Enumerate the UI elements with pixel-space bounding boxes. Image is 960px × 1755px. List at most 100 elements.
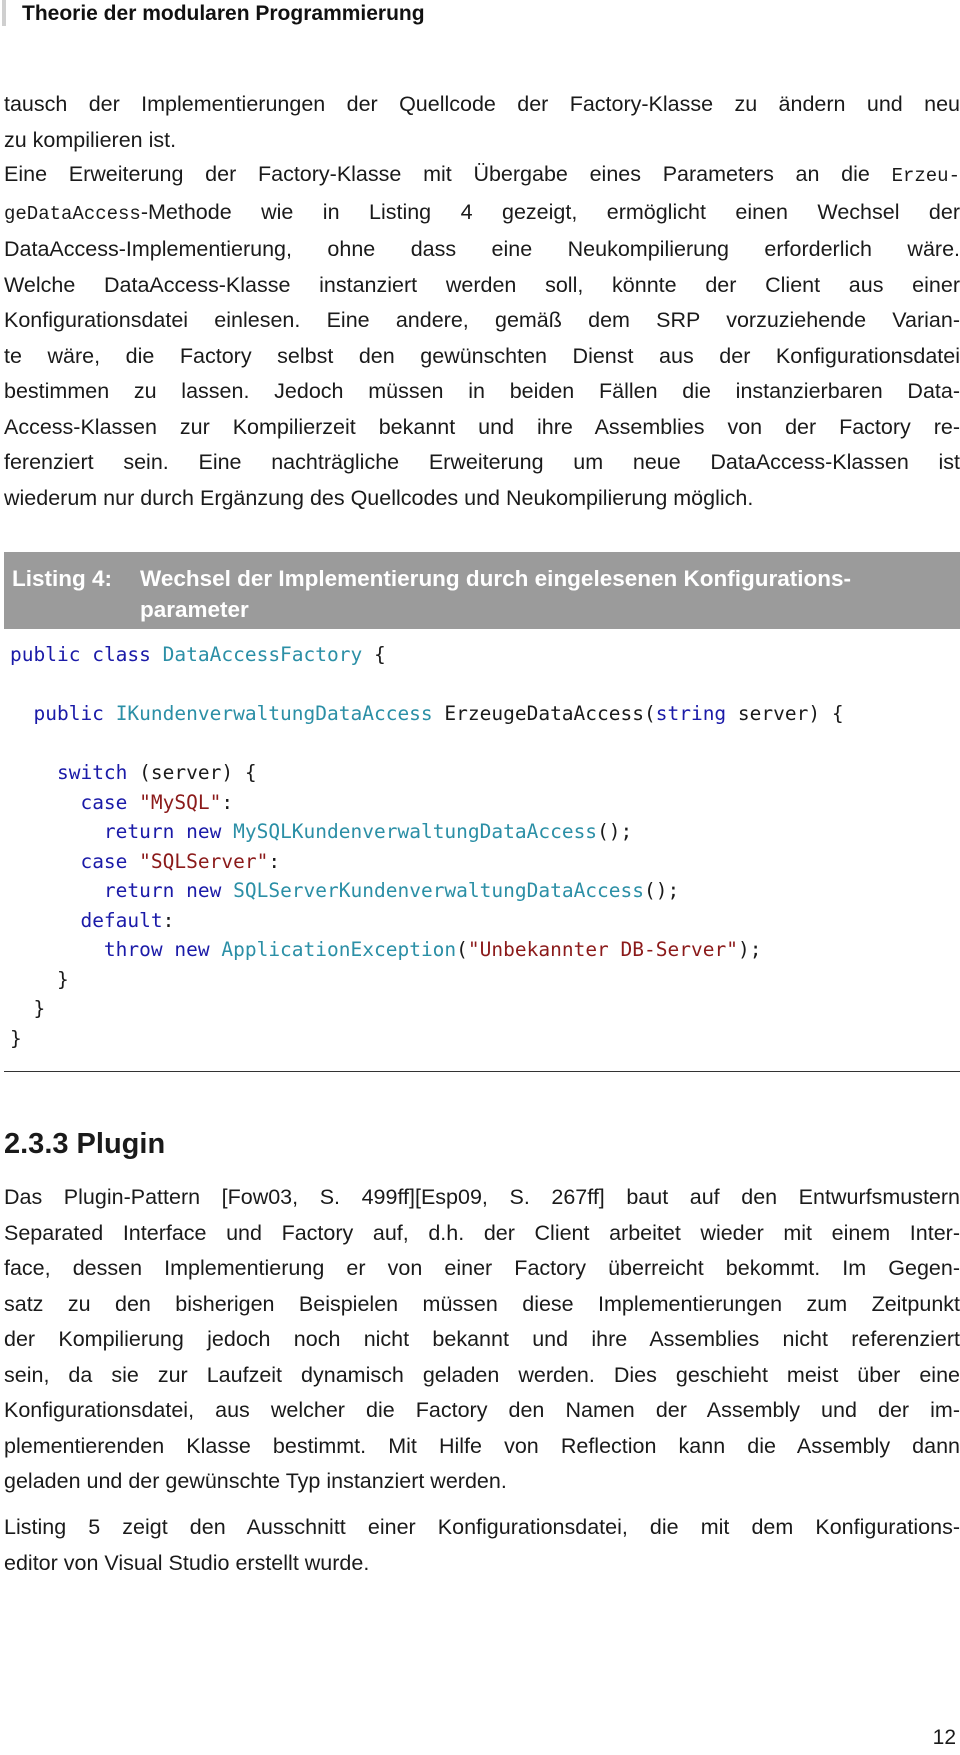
running-header: Theorie der modularen Programmierung — [2, 0, 425, 26]
code-token: (server) { — [127, 761, 257, 784]
listing-label: Listing 4: — [12, 566, 112, 591]
code-token: public — [33, 702, 104, 725]
paragraph-text: Eine Erweiterung der Factory-Klasse mit … — [4, 162, 892, 186]
code-token: new — [186, 879, 222, 902]
paragraph-line: ferenziert sein. Eine nachträgliche Erwe… — [4, 450, 960, 474]
code-token: ErzeugeDataAccess( — [432, 702, 656, 725]
code-listing: public class DataAccessFactory { public … — [10, 640, 844, 1053]
paragraph-line: face, dessen Implementierung er von eine… — [4, 1256, 960, 1280]
code-token — [127, 791, 139, 814]
code-token: "MySQL" — [139, 790, 222, 814]
code-token: public — [10, 643, 81, 666]
code-token: "Unbekannter DB-Server" — [467, 938, 738, 961]
code-token: ( — [456, 938, 468, 961]
code-token — [10, 850, 80, 873]
code-token: IKundenverwaltungDataAccess — [115, 702, 433, 725]
code-token — [10, 938, 104, 961]
code-token: string — [655, 702, 727, 725]
code-token: DataAccessFactory — [162, 643, 363, 666]
code-token — [221, 879, 233, 902]
paragraph-line: Welche DataAccess-Klasse instanziert wer… — [4, 272, 960, 297]
listing-caption-bar: Listing 4: Wechsel der Implementierung d… — [4, 552, 960, 629]
code-line: switch (server) { — [10, 758, 844, 788]
code-line: return new SQLServerKundenverwaltungData… — [10, 876, 844, 906]
code-token: } — [10, 997, 46, 1020]
code-token: : — [221, 790, 234, 814]
code-token — [163, 938, 175, 961]
code-line — [10, 670, 844, 700]
paragraph-line: satz zu den bisherigen Beispielen müssen… — [4, 1291, 960, 1316]
code-line: case "SQLServer": — [10, 847, 844, 877]
code-token: return — [103, 879, 175, 902]
code-token — [10, 702, 33, 725]
code-token: switch — [56, 761, 128, 784]
paragraph-4: Listing 5 zeigt den Ausschnitt einer Kon… — [4, 1510, 960, 1581]
code-token: class — [92, 643, 151, 666]
code-line: return new MySQLKundenverwaltungDataAcce… — [10, 817, 844, 847]
code-line: throw new ApplicationException("Unbekann… — [10, 935, 844, 965]
paragraph-line: geladen und der gewünschte Typ instanzie… — [4, 1469, 507, 1493]
code-token: SQLServerKundenverwaltungDataAccess — [233, 879, 645, 902]
code-token: case — [80, 849, 128, 873]
paragraph-line: te wäre, die Factory selbst den gewünsch… — [4, 343, 960, 368]
code-token — [10, 909, 80, 932]
code-token — [10, 791, 80, 814]
code-token: new — [174, 938, 210, 961]
paragraph-line: Konfigurationsdatei, aus welcher die Fac… — [4, 1398, 960, 1422]
code-token — [210, 938, 222, 961]
code-token — [104, 702, 116, 725]
listing-caption-line: parameter — [140, 597, 249, 622]
paragraph-line: der Kompilierung jedoch noch nicht bekan… — [4, 1327, 960, 1351]
code-token — [127, 850, 139, 873]
page-number: 12 — [932, 1726, 956, 1749]
code-token: ); — [737, 938, 762, 961]
paragraph-line: Listing 5 zeigt den Ausschnitt einer Kon… — [4, 1515, 960, 1539]
code-line: } — [10, 994, 844, 1024]
code-line: } — [10, 1024, 844, 1054]
code-token: new — [186, 820, 222, 843]
paragraph-2: Eine Erweiterung der Factory-Klasse mit … — [4, 157, 960, 516]
code-token — [80, 643, 92, 666]
code-token: ApplicationException — [221, 938, 457, 961]
paragraph-line: Konfigurationsdatei einlesen. Eine ander… — [4, 308, 960, 332]
code-token: throw — [103, 938, 163, 961]
code-token — [151, 643, 163, 666]
code-token: (); — [644, 879, 680, 902]
paragraph-line: Separated Interface und Factory auf, d.h… — [4, 1220, 960, 1245]
code-token — [174, 879, 186, 902]
paragraph-line: Eine Erweiterung der Factory-Klasse mit … — [4, 157, 960, 195]
code-token — [10, 761, 57, 784]
code-token — [10, 879, 104, 902]
listing-caption-line: Wechsel der Implementierung durch eingel… — [140, 566, 851, 591]
code-token: case — [80, 790, 128, 814]
listing-caption: Wechsel der Implementierung durch eingel… — [140, 563, 960, 625]
paragraph-text: -Methode wie in Listing 4 gezeigt, ermög… — [140, 199, 960, 224]
running-header-title: Theorie der modularen Programmierung — [22, 2, 425, 25]
code-token: : — [268, 849, 281, 873]
code-line: public IKundenverwaltungDataAccess Erzeu… — [10, 699, 844, 729]
paragraph-1: tausch der Implementierungen der Quellco… — [4, 87, 960, 158]
code-token: } — [10, 1026, 22, 1050]
code-token — [221, 820, 233, 843]
code-token: (); — [597, 820, 633, 843]
code-token: default — [80, 908, 163, 932]
code-line — [10, 729, 844, 759]
paragraph-line: plementierenden Klasse bestimmt. Mit Hil… — [4, 1433, 960, 1458]
paragraph-line: sein, da sie zur Laufzeit dynamisch gela… — [4, 1362, 960, 1387]
code-token: : — [162, 908, 175, 932]
code-line: public class DataAccessFactory { — [10, 640, 844, 670]
paragraph-line: bestimmen zu lassen. Jedoch müssen in be… — [4, 379, 960, 403]
paragraph-line: zu kompilieren ist. — [4, 127, 177, 152]
code-token — [174, 820, 186, 843]
paragraph-line: wiederum nur durch Ergänzung des Quellco… — [4, 485, 754, 510]
paragraph-line: Access-Klassen zur Kompilierzeit bekannt… — [4, 414, 960, 439]
paragraph-line: DataAccess-Implementierung, ohne dass ei… — [4, 237, 960, 261]
paragraph-line: editor von Visual Studio erstellt wurde. — [4, 1550, 370, 1575]
code-token — [10, 820, 104, 843]
code-token: "SQLServer" — [139, 849, 269, 873]
inline-code: Erzeu- — [891, 165, 960, 187]
code-token: return — [103, 820, 175, 843]
paragraph-line: Das Plugin-Pattern [Fow03, S. 499ff][Esp… — [4, 1185, 960, 1209]
code-token: server) { — [726, 702, 844, 725]
paragraph-line: geDataAccess-Methode wie in Listing 4 ge… — [4, 195, 960, 233]
